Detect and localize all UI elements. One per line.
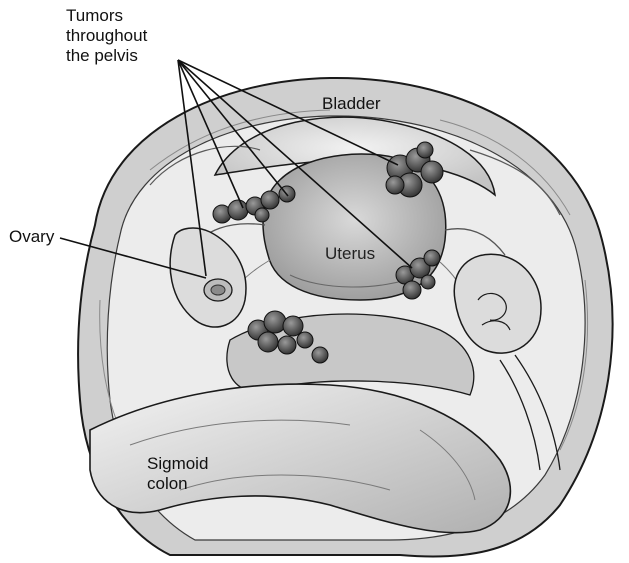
label-sigmoid-line2: colon bbox=[147, 474, 208, 494]
label-sigmoid-colon: Sigmoid colon bbox=[147, 454, 208, 494]
label-tumors-line2: throughout bbox=[66, 26, 147, 46]
label-tumors: Tumors throughout the pelvis bbox=[66, 6, 147, 66]
label-ovary: Ovary bbox=[9, 227, 54, 247]
label-uterus: Uterus bbox=[325, 244, 375, 264]
label-tumors-line3: the pelvis bbox=[66, 46, 147, 66]
label-sigmoid-line1: Sigmoid bbox=[147, 454, 208, 474]
label-tumors-line1: Tumors bbox=[66, 6, 147, 26]
label-bladder: Bladder bbox=[322, 94, 381, 114]
